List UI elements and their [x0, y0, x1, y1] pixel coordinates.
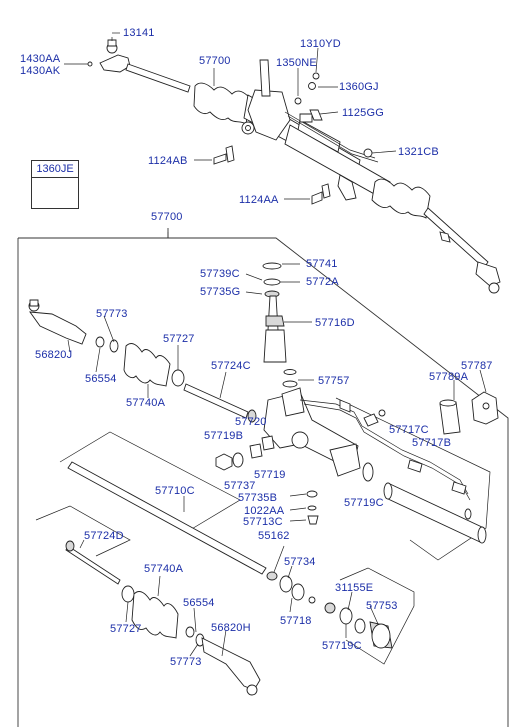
middle-small-parts — [215, 435, 374, 525]
lower-left-parts — [65, 539, 261, 696]
label-1310YD: 1310YD — [300, 38, 341, 50]
label-56554-b: 56554 — [183, 597, 215, 609]
label-1350NE: 1350NE — [276, 57, 317, 69]
label-57757: 57757 — [318, 375, 350, 387]
rack-bar — [67, 461, 267, 575]
label-57735G: 57735G — [200, 286, 241, 298]
label-57753: 57753 — [366, 600, 398, 612]
label-1125GG: 1125GG — [342, 107, 384, 119]
rack-housing — [263, 387, 471, 501]
label-57740A-a: 57740A — [126, 397, 166, 409]
label-56554-a: 56554 — [85, 373, 117, 385]
label-57719: 57719 — [254, 469, 286, 481]
label-57719C-b: 57719C — [322, 640, 362, 652]
label-1360GJ: 1360GJ — [339, 81, 379, 93]
reference-box: 1360JE — [31, 160, 79, 209]
label-57737: 57737 — [224, 480, 256, 492]
label-57734: 57734 — [284, 556, 316, 568]
label-57717B: 57717B — [412, 437, 452, 449]
label-13141: 13141 — [123, 27, 155, 39]
label-56820J: 56820J — [35, 349, 73, 361]
label-1430AA: 1430AA — [20, 53, 61, 65]
label-1124AB: 1124AB — [148, 155, 188, 167]
top-leader-lines — [64, 32, 397, 200]
label-57741: 57741 — [306, 258, 338, 270]
cylinder-tube — [383, 482, 487, 544]
label-57787: 57787 — [461, 360, 493, 372]
reference-box-label: 1360JE — [32, 161, 78, 178]
label-57735B: 57735B — [238, 492, 278, 504]
label-1124AA: 1124AA — [239, 194, 279, 206]
assembled-steering-rack — [87, 37, 501, 294]
label-55162: 55162 — [258, 530, 290, 542]
label-57710C: 57710C — [155, 485, 195, 497]
label-31155E: 31155E — [335, 582, 374, 594]
label-57717C: 57717C — [389, 424, 429, 436]
label-57719B: 57719B — [204, 430, 244, 442]
label-57716D: 57716D — [315, 317, 355, 329]
label-1022AA: 1022AA — [244, 505, 285, 517]
guide-frames — [35, 397, 491, 665]
label-57773-b: 57773 — [170, 656, 202, 668]
label-57700-top: 57700 — [199, 55, 231, 67]
label-57724D: 57724D — [84, 530, 124, 542]
label-57718: 57718 — [280, 615, 312, 627]
label-1321CB: 1321CB — [398, 146, 439, 158]
label-57713C: 57713C — [243, 516, 283, 528]
label-1430AK: 1430AK — [20, 65, 61, 77]
label-56820H: 56820H — [211, 622, 251, 634]
label-57727-b: 57727 — [110, 623, 142, 635]
label-57789A: 57789A — [429, 371, 469, 383]
label-57739C: 57739C — [200, 268, 240, 280]
lower-middle-parts — [266, 545, 393, 649]
label-5772A: 5772A — [306, 276, 339, 288]
bracket-bushing — [439, 369, 499, 435]
label-57740A-b: 57740A — [144, 563, 184, 575]
label-57724C: 57724C — [211, 360, 251, 372]
label-57773-a: 57773 — [96, 308, 128, 320]
label-57700-assembly: 57700 — [151, 211, 183, 223]
label-57727-a: 57727 — [163, 333, 195, 345]
label-57719C-a: 57719C — [344, 497, 384, 509]
label-57720: 57720 — [235, 416, 267, 428]
left-side-parts — [28, 299, 257, 423]
assembly-frame — [17, 228, 509, 727]
pinion-parts — [245, 262, 314, 388]
